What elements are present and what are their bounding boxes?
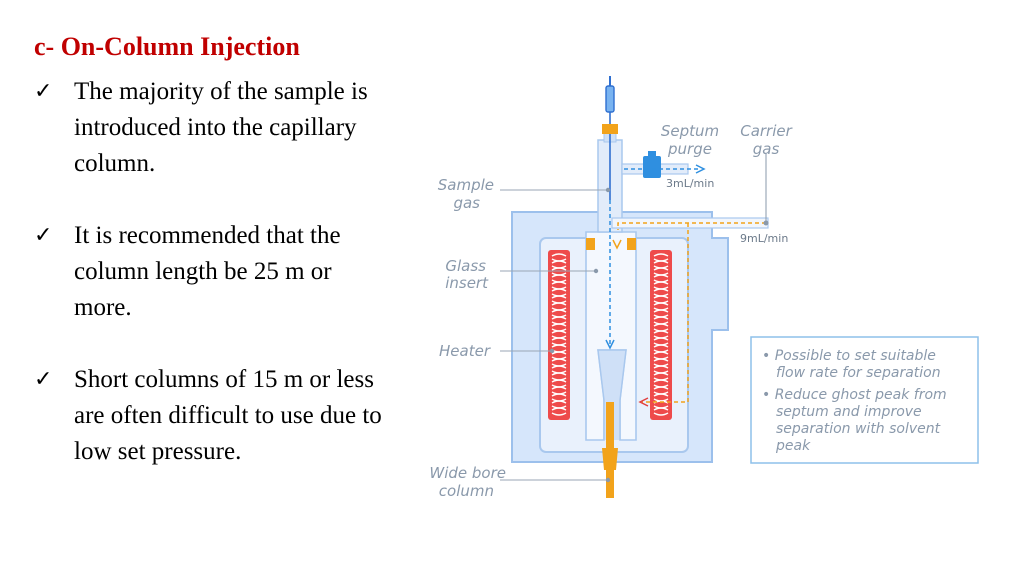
septum-purge-label: purge (667, 140, 712, 158)
o-ring-left (586, 238, 595, 250)
heater-left (548, 250, 570, 420)
o-ring-right (627, 238, 636, 250)
carrier-flow-path (617, 222, 766, 230)
flow-rate-9: 9mL/min (740, 232, 788, 245)
note-line: peak (775, 438, 811, 454)
checkmark-icon: ✓ (34, 367, 53, 392)
bullet-item: ✓ The majority of the sample is introduc… (34, 74, 394, 182)
checkmark-icon: ✓ (34, 223, 53, 248)
septum (602, 124, 618, 134)
bullet-text: Short columns of 15 m or less are often … (74, 366, 382, 465)
note-line: separation with solvent (776, 421, 941, 437)
glass-insert-label: insert (445, 274, 489, 292)
wide-bore-column-label: Wide bore (429, 464, 506, 482)
glass-insert-label: Glass (445, 257, 486, 275)
septum-purge-label: Septum (661, 122, 719, 140)
bullet-text: It is recommended that the column length… (74, 222, 341, 321)
bullet-list: ✓ The majority of the sample is introduc… (34, 74, 394, 470)
bullet-item: ✓ Short columns of 15 m or less are ofte… (34, 362, 394, 470)
sample-gas-label: Sample (438, 176, 494, 194)
heater-coil (551, 407, 567, 416)
bullet-item: ✓ It is recommended that the column leng… (34, 218, 394, 326)
note-line: flow rate for separation (776, 365, 941, 381)
checkmark-icon: ✓ (34, 79, 53, 104)
carrier-gas-label: Carrier (740, 122, 792, 140)
wide-bore-column-label: column (439, 482, 494, 500)
note-line: • Possible to set suitable (762, 348, 936, 364)
heater-right (650, 250, 672, 420)
bullet-text: The majority of the sample is introduced… (74, 78, 368, 177)
flow-rate-3: 3mL/min (666, 177, 714, 190)
slide-title: c- On-Column Injection (34, 32, 300, 61)
notes-box (750, 336, 979, 464)
heater-label: Heater (439, 342, 491, 360)
note-line: septum and improve (776, 404, 922, 420)
note-line: • Reduce ghost peak from (762, 387, 947, 403)
purge-valve-icon (643, 151, 661, 178)
heater-coil (653, 407, 669, 416)
sample-gas-label: gas (453, 194, 480, 212)
carrier-gas-label: gas (753, 140, 780, 158)
